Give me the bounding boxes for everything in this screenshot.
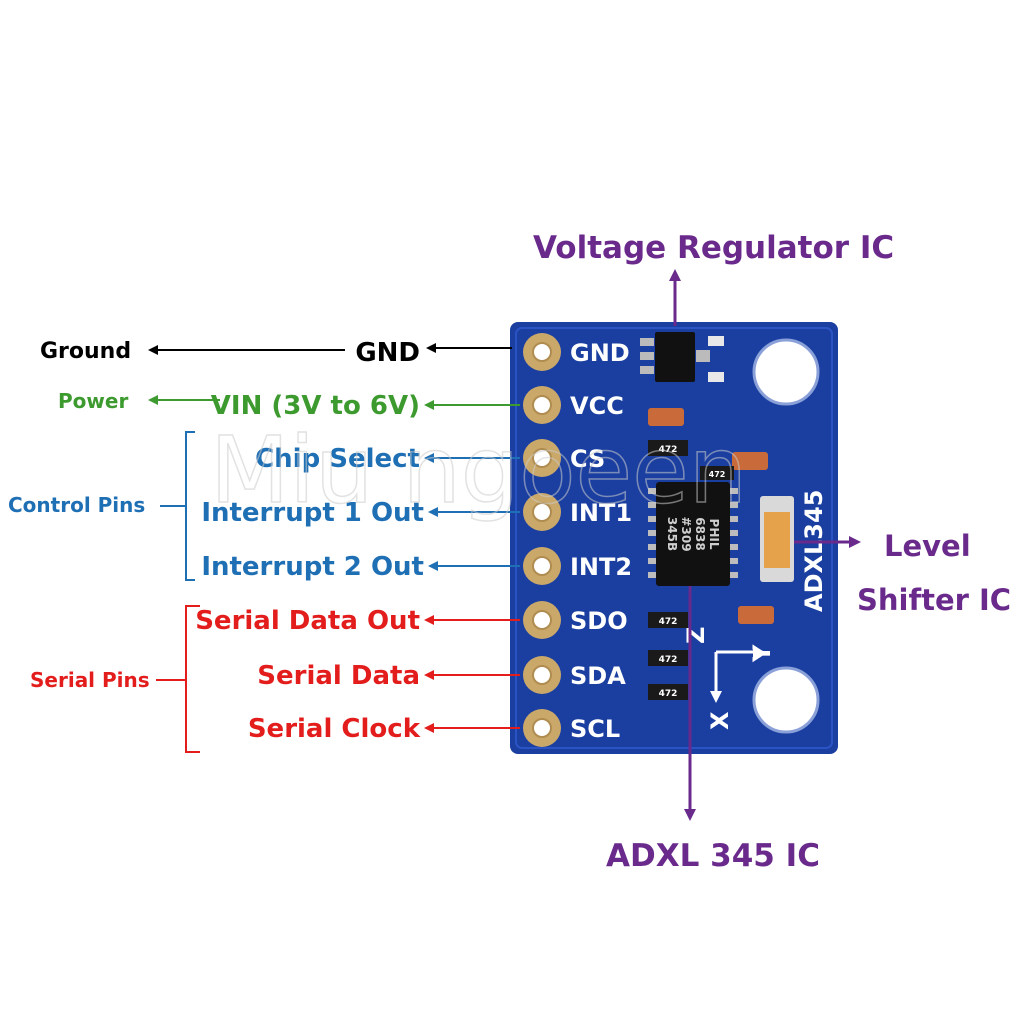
resistor-code: 472 (709, 470, 726, 479)
board-silkscreen-title: ADXL345 (800, 490, 828, 612)
pin-pad-sda (523, 656, 561, 694)
pin-pad-int2 (523, 547, 561, 585)
callout-text-vcc: VIN (3V to 6V) (211, 391, 420, 421)
pin-label-scl: SCL (570, 715, 620, 743)
callout-text-cs: Chip Select (255, 444, 420, 474)
mounting-hole-bottom (752, 666, 820, 734)
callout-int1: Interrupt 1 Out (201, 498, 520, 528)
resistor: 472 (648, 440, 688, 456)
adxl345-chip: PHIL 6838 #309 345B (648, 482, 738, 586)
callout-int2: Interrupt 2 Out (201, 552, 520, 582)
pin-label-gnd: GND (570, 339, 630, 367)
resistor-code: 472 (659, 445, 678, 455)
callout-gnd: GND (355, 338, 512, 368)
pcb-board: 472 472 472 472 472 PHIL 6838 #309 (510, 322, 838, 754)
serial-bracket (156, 605, 200, 753)
chip-marking: PHIL (707, 519, 721, 550)
x-axis-label: X (706, 711, 734, 730)
z-axis-label: Z (682, 627, 710, 644)
pin-pad-vcc (523, 386, 561, 424)
ground-label: Ground (40, 339, 131, 364)
callout-text-scl: Serial Clock (248, 714, 421, 744)
callout-sda: Serial Data (257, 661, 520, 691)
control-pins-label: Control Pins (8, 493, 145, 517)
callout-text-int2: Interrupt 2 Out (201, 552, 424, 582)
resistor: 472 (648, 684, 688, 700)
resistor: 472 (648, 612, 688, 628)
pin-pad-int1 (523, 493, 561, 531)
chip-marking: 345B (665, 517, 679, 551)
y-axis-label: Y (748, 644, 776, 663)
callout-text-sdo: Serial Data Out (195, 606, 420, 636)
level-shifter-chip (760, 496, 794, 582)
resistor: 472 (648, 650, 688, 666)
power-label: Power (58, 389, 128, 413)
resistor-code: 472 (659, 617, 678, 627)
pin-pad-gnd (523, 333, 561, 371)
pin-label-cs: CS (570, 445, 605, 473)
control-bracket (160, 431, 195, 581)
serial-pins-label: Serial Pins (30, 668, 150, 692)
callout-cs: Chip Select (255, 444, 520, 474)
pin-pad-sdo (523, 601, 561, 639)
pin-label-int1: INT1 (570, 499, 632, 527)
pin-label-sda: SDA (570, 662, 626, 690)
adxl-ic-label: ADXL 345 IC (606, 838, 820, 874)
capacitor (732, 452, 768, 470)
pin-label-sdo: SDO (570, 607, 628, 635)
watermark: Miu ngoeen (210, 417, 747, 524)
component-callouts: Voltage Regulator IC Level Shifter IC AD… (533, 230, 1011, 874)
resistor-code: 472 (659, 689, 678, 699)
capacitor (648, 408, 684, 426)
capacitor (738, 606, 774, 624)
pin-pads (523, 333, 561, 747)
pin-pad-scl (523, 709, 561, 747)
chip-marking: 6838 (693, 517, 707, 550)
level-shifter-label-line1: Level (884, 529, 971, 563)
mounting-hole-top (752, 338, 820, 406)
pin-pad-cs (523, 439, 561, 477)
resistor-code: 472 (659, 655, 678, 665)
voltage-regulator-label: Voltage Regulator IC (533, 230, 894, 266)
side-labels: Ground Power Control Pins Serial Pins (8, 339, 345, 753)
callout-vcc: VIN (3V to 6V) (211, 391, 520, 421)
chip-marking: #309 (679, 516, 693, 551)
regulator-chip (640, 332, 724, 382)
pin-label-int2: INT2 (570, 553, 632, 581)
pcb-edge (515, 327, 833, 749)
axis-indicator: Z Y X (682, 627, 776, 730)
pin-label-vcc: VCC (570, 392, 624, 420)
callout-sdo: Serial Data Out (195, 606, 520, 636)
callout-text-gnd: GND (355, 338, 420, 368)
callout-text-int1: Interrupt 1 Out (201, 498, 424, 528)
level-shifter-label-line2: Shifter IC (857, 583, 1011, 617)
resistor: 472 (700, 466, 734, 480)
callout-text-sda: Serial Data (257, 661, 420, 691)
callout-scl: Serial Clock (248, 714, 520, 744)
